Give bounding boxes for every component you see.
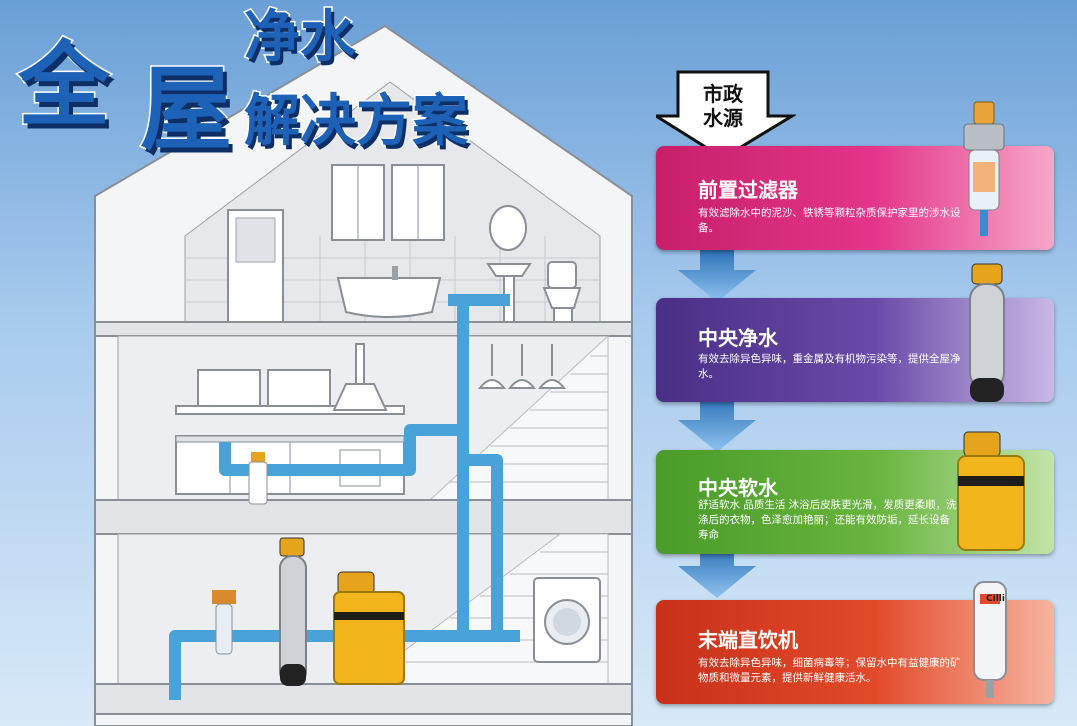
step-card-central-softener: 中央软水 舒适软水 品质生活 沐浴后皮肤更光滑，发质更柔顺，洗涤后的衣物，色泽愈…: [656, 431, 1054, 554]
house-illustration: [94, 24, 633, 726]
step-card-prefilter: 前置过滤器 有效滤除水中的泥沙、铁锈等颗粒杂质保护家里的涉水设备。: [656, 101, 1054, 250]
water-source-marker: 市政 水源: [650, 70, 798, 164]
down-arrow-icon: [678, 248, 756, 302]
prefilter-product-icon: [963, 101, 1005, 236]
step-desc: 有效滤除水中的泥沙、铁锈等颗粒杂质保护家里的涉水设备。: [698, 207, 961, 234]
step-desc: 有效去除异色异味，细菌病毒等；保留水中有益健康的矿物质和微量元素，提供新鲜健康活…: [698, 657, 961, 684]
purifier-product-icon: [969, 263, 1005, 402]
step-title: 前置过滤器: [698, 178, 798, 202]
floor-slab: [94, 321, 633, 337]
down-arrow-icon: [678, 394, 756, 452]
step-title: 末端直饮机: [698, 628, 798, 652]
source-label-line2: 水源: [703, 106, 743, 130]
title-jingshui: 净水: [243, 5, 358, 70]
title-jiejuefangan: 解决方案: [243, 89, 470, 154]
water-pipes: [169, 294, 520, 700]
title-char-quan: 全: [16, 32, 111, 139]
step-card-central-purifier: 中央净水 有效去除异色异味，重金属及有机物污染等，提供全屋净水。: [656, 263, 1054, 402]
title-char-wu: 屋: [138, 56, 233, 163]
drinking-filter-product-icon: [973, 581, 1007, 698]
source-label-line1: 市政: [703, 82, 743, 106]
flow-arrows: [678, 248, 756, 598]
brand-logo: Cilli: [986, 594, 1005, 604]
softener-product-icon: [957, 431, 1025, 551]
step-title: 中央软水: [698, 476, 778, 500]
step-desc: 有效去除异色异味，重金属及有机物污染等，提供全屋净水。: [698, 353, 961, 380]
source-arrow-icon: [650, 70, 798, 160]
down-arrow-icon: [678, 544, 756, 598]
step-title: 中央净水: [698, 326, 778, 350]
step-desc: 舒适软水 品质生活 沐浴后皮肤更光滑，发质更柔顺，洗涤后的衣物，色泽愈加艳丽；还…: [698, 499, 957, 541]
step-card-point-of-use: 末端直饮机 有效去除异色异味，细菌病毒等；保留水中有益健康的矿物质和微量元素，提…: [656, 581, 1054, 704]
